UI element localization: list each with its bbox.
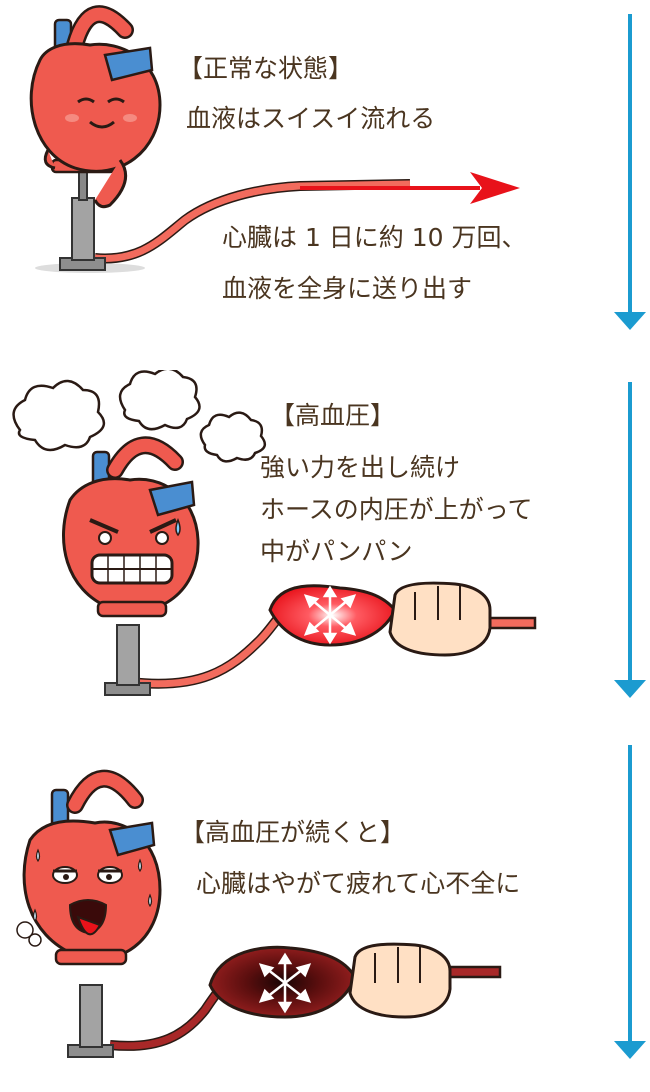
hypertension-line-1: 強い力を出し続け	[260, 453, 461, 482]
panel-hypertension: 【高血圧】 強い力を出し続け ホースの内圧が上がって 中がパンパン	[0, 370, 650, 710]
pressure-arrows	[303, 585, 357, 645]
pump-cylinder	[71, 197, 95, 261]
timeline-arrow-3	[614, 745, 646, 1059]
fist-knuckles	[414, 586, 461, 620]
normal-illustration	[29, 5, 520, 273]
panel-heart-failure: 【高血圧が続くと】 心臓はやがて疲れて心不全に	[0, 745, 650, 1092]
fist	[388, 581, 492, 657]
heart-character-exhausted	[16, 769, 162, 966]
pump-cylinder	[116, 624, 140, 686]
timeline-arrow-2	[614, 382, 646, 698]
normal-line-1: 血液はスイスイ流れる	[186, 104, 436, 133]
fist	[348, 942, 452, 1019]
failure-line-1: 心臓はやがて疲れて心不全に	[196, 869, 521, 898]
hypertension-line-2: ホースの内圧が上がって	[260, 495, 533, 524]
normal-line-2: 心臓は 1 日に約 10 万回、	[222, 223, 527, 252]
timeline-arrow-1	[614, 14, 646, 330]
hypertension-line-3: 中がパンパン	[260, 537, 413, 566]
steam-clouds	[12, 370, 267, 463]
fist-knuckles	[374, 947, 421, 983]
pump-cylinder	[79, 984, 103, 1048]
panel-normal: 【正常な状態】 血液はスイスイ流れる 心臓は 1 日に約 10 万回、 血液を全…	[0, 0, 650, 340]
pump-rod	[78, 169, 88, 201]
vessel	[94, 180, 411, 262]
normal-title: 【正常な状態】	[178, 54, 354, 83]
failure-title: 【高血圧が続くと】	[180, 818, 406, 847]
heart-character-angry	[62, 436, 200, 618]
pressure-arrows	[258, 952, 312, 1014]
heart-character-calm	[29, 5, 162, 209]
hypertension-title: 【高血圧】	[270, 401, 396, 430]
normal-line-3: 血液を全身に送り出す	[222, 274, 473, 303]
hypertension-illustration	[12, 370, 537, 696]
failure-illustration	[16, 769, 502, 1058]
flow-arrow-head	[470, 172, 520, 204]
vessel-end	[448, 965, 502, 979]
